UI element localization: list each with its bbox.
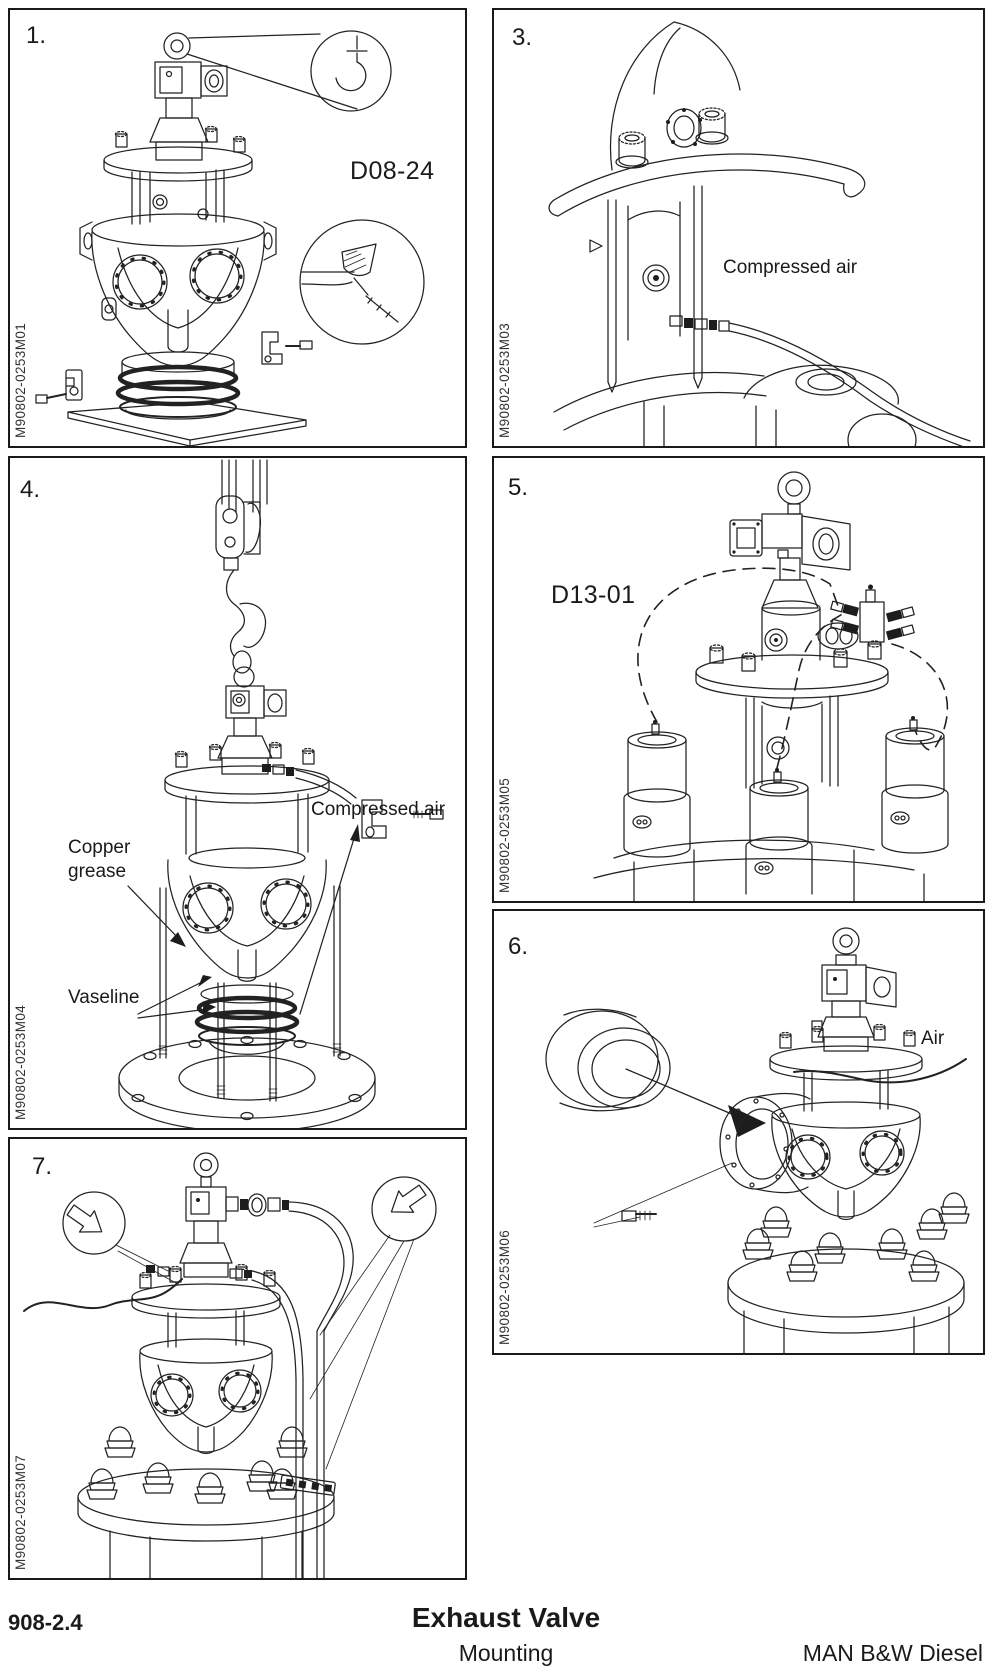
panel-step-5: 5. D13-01 M90802-0253M05 bbox=[492, 456, 985, 903]
compressed-air-connection-illustration bbox=[548, 21, 971, 446]
step-number: 7. bbox=[32, 1153, 53, 1180]
panel-step-7: 7. M90802-0253M07 bbox=[8, 1137, 467, 1580]
label-vaseline: Vaseline bbox=[68, 987, 140, 1008]
label-compressed-air: Compressed air bbox=[723, 257, 858, 278]
valve-hoisting-into-cylinder-illustration bbox=[118, 459, 444, 1128]
label-detail-ref-d08-24: D08-24 bbox=[350, 157, 435, 185]
step-number: 5. bbox=[508, 474, 529, 501]
hydraulic-jacks-tightening-illustration bbox=[593, 471, 949, 901]
figure-id: M90802-0253M07 bbox=[13, 1454, 28, 1570]
label-copper-grease: Copper grease bbox=[68, 837, 131, 882]
panel-step-4: 4. Compressed air Copper grease Vaseline… bbox=[8, 456, 467, 1130]
sealing-ring-and-air-illustration bbox=[545, 927, 970, 1353]
figure-id: M90802-0253M06 bbox=[497, 1229, 512, 1345]
step-number: 6. bbox=[508, 933, 529, 960]
label-compressed-air: Compressed air bbox=[311, 799, 446, 820]
panel-step-3: 3. Compressed air M90802-0253M03 bbox=[492, 8, 985, 448]
exhaust-valve-lifting-illustration bbox=[35, 30, 425, 446]
section-number: 908-2.4 bbox=[8, 1610, 83, 1635]
figure-id: M90802-0253M04 bbox=[13, 1004, 28, 1120]
label-detail-ref-d13-01: D13-01 bbox=[551, 581, 636, 609]
company-name: MAN B&W Diesel bbox=[802, 1640, 983, 1666]
page-subtitle: Mounting bbox=[458, 1640, 554, 1666]
page-title: Exhaust Valve bbox=[411, 1602, 601, 1633]
figure-id: M90802-0253M03 bbox=[497, 322, 512, 438]
figure-id: M90802-0253M01 bbox=[13, 322, 28, 438]
label-air: Air bbox=[921, 1028, 945, 1049]
step-number: 4. bbox=[20, 476, 41, 503]
panel-step-1: 1. D08-24 M90802-0253M01 bbox=[8, 8, 467, 448]
panel-step-6: 6. Air M90802-0253M06 bbox=[492, 909, 985, 1355]
figure-id: M90802-0253M05 bbox=[497, 777, 512, 893]
step-number: 3. bbox=[512, 24, 533, 51]
air-connections-illustration bbox=[23, 1152, 437, 1578]
step-number: 1. bbox=[26, 22, 47, 49]
